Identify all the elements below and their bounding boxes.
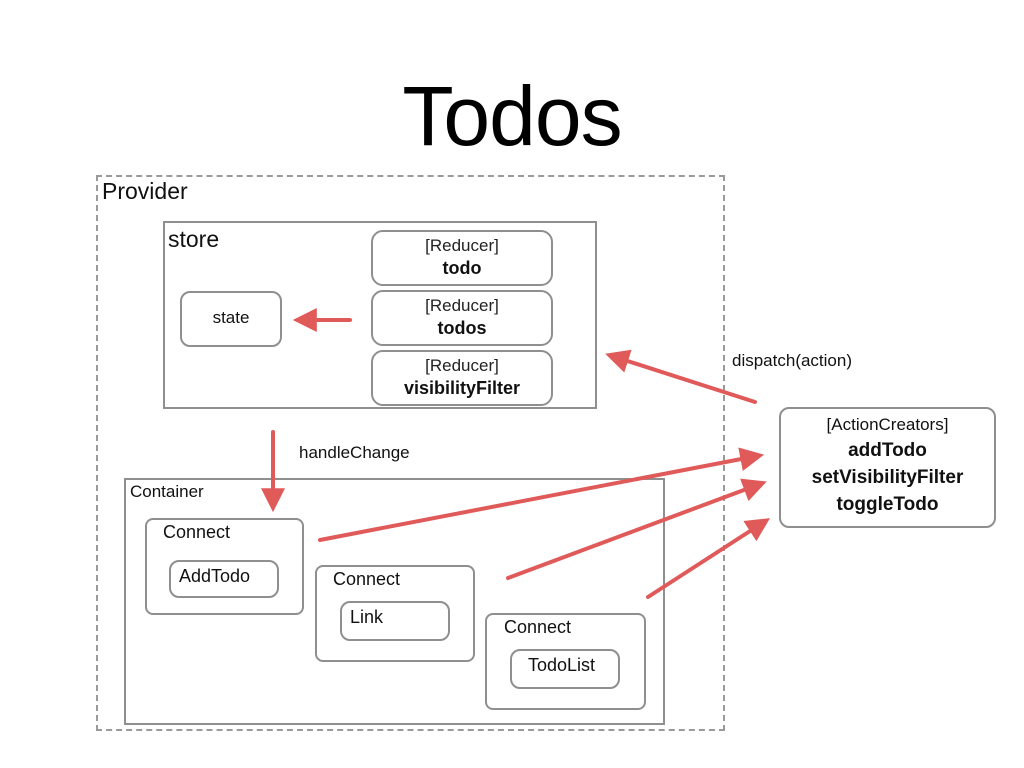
connect-todolist [485,613,646,710]
connect-link [315,565,475,662]
reducer-tag: [Reducer] [425,296,499,315]
reducer-visibility-filter: [Reducer] visibilityFilter [371,350,553,406]
dispatch-arrow [605,349,757,404]
store-box [163,221,597,409]
reducer-name: visibilityFilter [403,378,521,398]
reducer-name: todos [437,318,487,338]
reducer-todos: [Reducer] todos [371,290,553,346]
addtodo-to-actioncreators-arrow [318,447,765,542]
component-link: Link [340,601,450,641]
store-label: store [168,226,220,252]
handle-change-label: handleChange [299,443,410,462]
dispatch-label: dispatch(action) [732,351,853,370]
component-todolist: TodoList [510,649,620,689]
action-creators-tag: [ActionCreators] [826,415,949,434]
provider-box [96,175,725,731]
container-label: Container [130,482,204,501]
action-creators-box: [ActionCreators] addTodo setVisibilityFi… [779,407,996,528]
todolist-to-actioncreators-arrow [646,518,771,599]
reducer-todo: [Reducer] todo [371,230,553,286]
connect-addtodo [145,518,304,615]
state-box: state [180,291,282,347]
connect-label: Connect [333,569,401,589]
connect-label: Connect [163,522,231,542]
reducer-tag: [Reducer] [425,356,499,375]
reducer-tag: [Reducer] [425,236,499,255]
diagram-title: Todos [402,69,622,163]
reducer-name: todo [442,258,482,278]
action-creator-add-todo: addTodo [848,440,927,461]
container-box [124,478,665,725]
action-creator-set-visibility-filter: setVisibilityFilter [811,467,964,488]
connect-label: Connect [504,617,572,637]
action-creator-toggle-todo: toggleTodo [836,494,939,515]
provider-label: Provider [102,178,188,204]
link-to-actioncreators-arrow [506,478,767,580]
component-addtodo: AddTodo [169,560,279,598]
